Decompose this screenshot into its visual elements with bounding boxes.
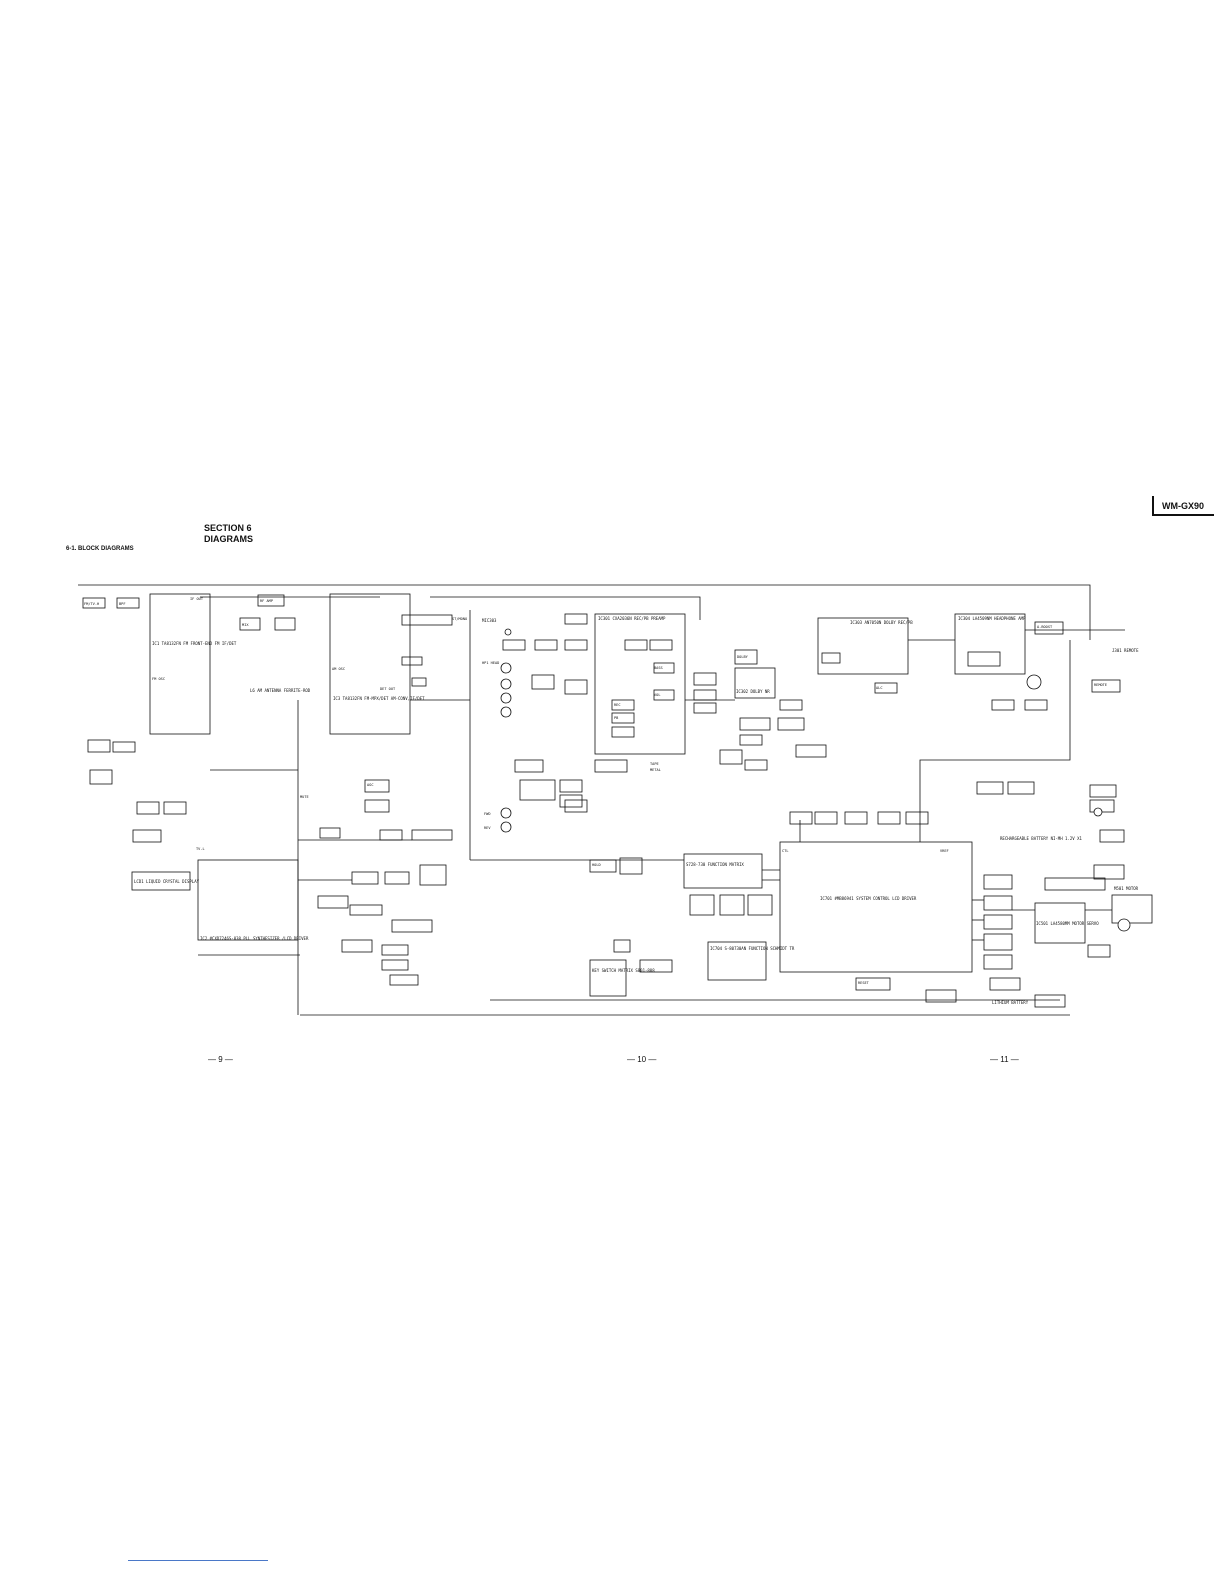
label-rf-amp: RF AMP [260,599,273,603]
label-fwd: FWD [484,812,491,816]
label-bass: BASS [654,666,663,670]
label-st-mono: ST/MONO [452,617,467,621]
label-dolby: DOLBY [737,655,749,659]
ic704-label: IC704 S-80730AN FUNCTION SCHMIDT TR [710,946,795,951]
ic301-label: IC301 CXA2036N REC/PB PREAMP [598,616,666,621]
bottom-rule [128,1560,268,1561]
section-heading: SECTION 6 DIAGRAMS [204,523,253,545]
ic304-label: IC304 LA4509NM HEADPHONE AMP [958,616,1026,621]
label-metal: METAL [650,768,661,772]
label-mute: MUTE [300,795,309,799]
label-rev: REV [484,826,491,830]
label-if-out: IF OUT [190,597,204,601]
page-number-11: — 11 — [990,1055,1019,1064]
key-matrix-label: KEY SWITCH MATRIX S801-808 [592,968,655,973]
label-fm-osc: FM OSC [152,677,165,681]
label-am-osc: AM OSC [332,667,345,671]
label-rec: REC [614,703,621,707]
label-agc: AGC [367,783,374,787]
lithium-battery-label: LITHIUM BATTERY [992,1000,1029,1005]
label-hold: HOLD [592,863,601,867]
ic701-label: IC701 #MB86941 SYSTEM CONTROL LCD DRIVER [820,896,917,901]
label-remote: REMOTE [1094,683,1107,687]
label-tv-l: TV-L [196,847,205,851]
label-ctl: CTL [782,849,789,853]
label-det-out: DET OUT [380,687,396,691]
ic302-label: IC302 DOLBY NR [736,689,770,694]
ic501-label: IC501 LA4580MM MOTOR SERVO [1036,921,1099,926]
label-a-boost: A-BOOST [1037,625,1053,629]
remote-jack-label: J301 REMOTE [1112,648,1139,653]
section-title: DIAGRAMS [204,534,253,544]
motor-label: M501 MOTOR [1114,886,1139,891]
antenna-label: L6 AM ANTENNA FERRITE-ROD [250,688,311,693]
label-fm-tv: FM/TV-H [84,602,99,606]
page-number-9: — 9 — [208,1055,233,1064]
label-vol: VOL [654,693,661,697]
ic2-label: IC2 #CXD7246S-038 PLL SYNTHESIZER /LCD D… [200,936,309,941]
lcd-label: LCD1 LIQUID CRYSTAL DISPLAY [134,879,200,884]
label-pb: PB [614,716,618,720]
battery-label: RECHARGEABLE BATTERY NI-MH 1.2V X1 [1000,836,1082,841]
label-bpf: BPF [119,602,126,606]
subsection-title: 6-1. BLOCK DIAGRAMS [66,546,134,552]
section-number: SECTION 6 [204,523,252,533]
ic3-label: IC3 TA8132FN FM-MPX/DET AM-CONV,IF/DET [333,696,425,701]
ic1-label: IC1 TA8132FN FM FRONT-END FM IF/DET [152,641,237,646]
ic303-label: IC303 AN7050N DOLBY REC/PB [850,620,913,625]
label-mix: MIX [242,623,249,627]
function-matrix-label: S728-730 FUNCTION MATRIX [686,862,744,867]
model-tag: WM-GX90 [1152,496,1214,516]
label-vref: VREF [940,849,949,853]
page-number-10: — 10 — [627,1055,657,1064]
mic-label: MIC303 [482,618,497,623]
head-label: HP1 HEAD [482,661,499,665]
label-alc: ALC [876,686,883,690]
label-reset: RESET [858,981,870,985]
label-tape: TAPE [650,762,659,766]
